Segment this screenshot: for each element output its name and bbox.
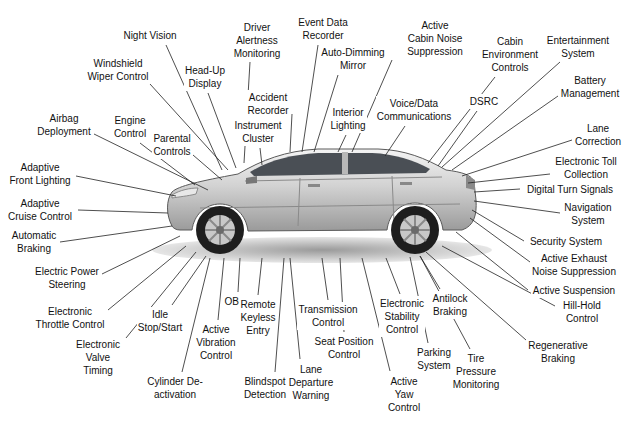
feature-label: Airbag Deployment [37,112,91,138]
feature-label: Hill-Hold Control [563,299,601,325]
feature-label: Electric Power Steering [35,265,99,291]
feature-label: Automatic Braking [12,229,57,255]
feature-label: Lane Correction [575,122,622,148]
feature-label: Active Suspension [532,284,616,297]
feature-label: Active Exhaust Noise Suppression [532,252,616,278]
feature-label: Entertainment System [547,34,610,60]
feature-label: Night Vision [123,29,178,42]
feature-label: Cylinder De-activation [147,375,203,401]
feature-label: Seat Position Control [315,335,374,361]
feature-label: Parking System [417,346,451,372]
car-windows [250,153,430,176]
feature-label: Electronic Throttle Control [36,305,105,331]
headlight [172,188,198,198]
feature-label: Tire Pressure Monitoring [453,352,500,391]
door-handle [400,182,412,185]
feature-label: Accident Recorder [247,91,289,117]
feature-label: Digital Turn Signals [526,183,614,196]
side-mirror [246,176,257,184]
feature-label: Regenerative Braking [528,339,588,365]
feature-label: Electronic Valve Timing [76,338,120,377]
feature-label: Active Yaw Control [388,375,421,414]
feature-label: Instrument Cluster [234,119,282,145]
feature-label: Electronic Toll Collection [555,155,617,181]
feature-label: Transmission Control [298,303,358,329]
feature-label: Parental Controls [153,132,191,158]
feature-label: Cabin Environment Controls [482,35,539,74]
door-handle [308,184,320,187]
rear-wheel [391,206,439,254]
feature-label: Driver Alertness Monitoring [234,21,281,60]
feature-label: Adaptive Cruise Control [8,197,72,223]
feature-label: Engine Control [114,114,147,140]
feature-label: Active Cabin Noise Suppression [407,19,463,58]
feature-label: Interior Lighting [330,106,366,132]
feature-label: Remote Keyless Entry [240,298,276,337]
feature-label: Head-Up Display [185,64,226,90]
feature-label: Windshield Wiper Control [87,57,149,83]
feature-label: Security System [529,235,603,248]
feature-label: Event Data Recorder [298,16,348,42]
feature-label: Auto-Dimming Mirror [321,46,385,72]
feature-label: Lane Departure Warning [289,363,334,402]
feature-label: Antilock Braking [432,292,468,318]
feature-label: Electronic Stability Control [380,297,424,336]
front-wheel [196,206,244,254]
feature-label: DSRC [469,95,499,108]
feature-label: Adaptive Front Lighting [9,161,71,187]
feature-label: Active Vibration Control [196,323,236,362]
feature-label: Voice/Data Communications [377,97,452,123]
leader-lines [60,45,572,372]
feature-label: Navigation System [564,201,612,227]
feature-label: Battery Management [561,74,620,100]
car-pillar [342,152,348,174]
feature-label: Idle Stop/Start [138,308,183,334]
feature-label: Blindspot Detection [244,375,287,401]
